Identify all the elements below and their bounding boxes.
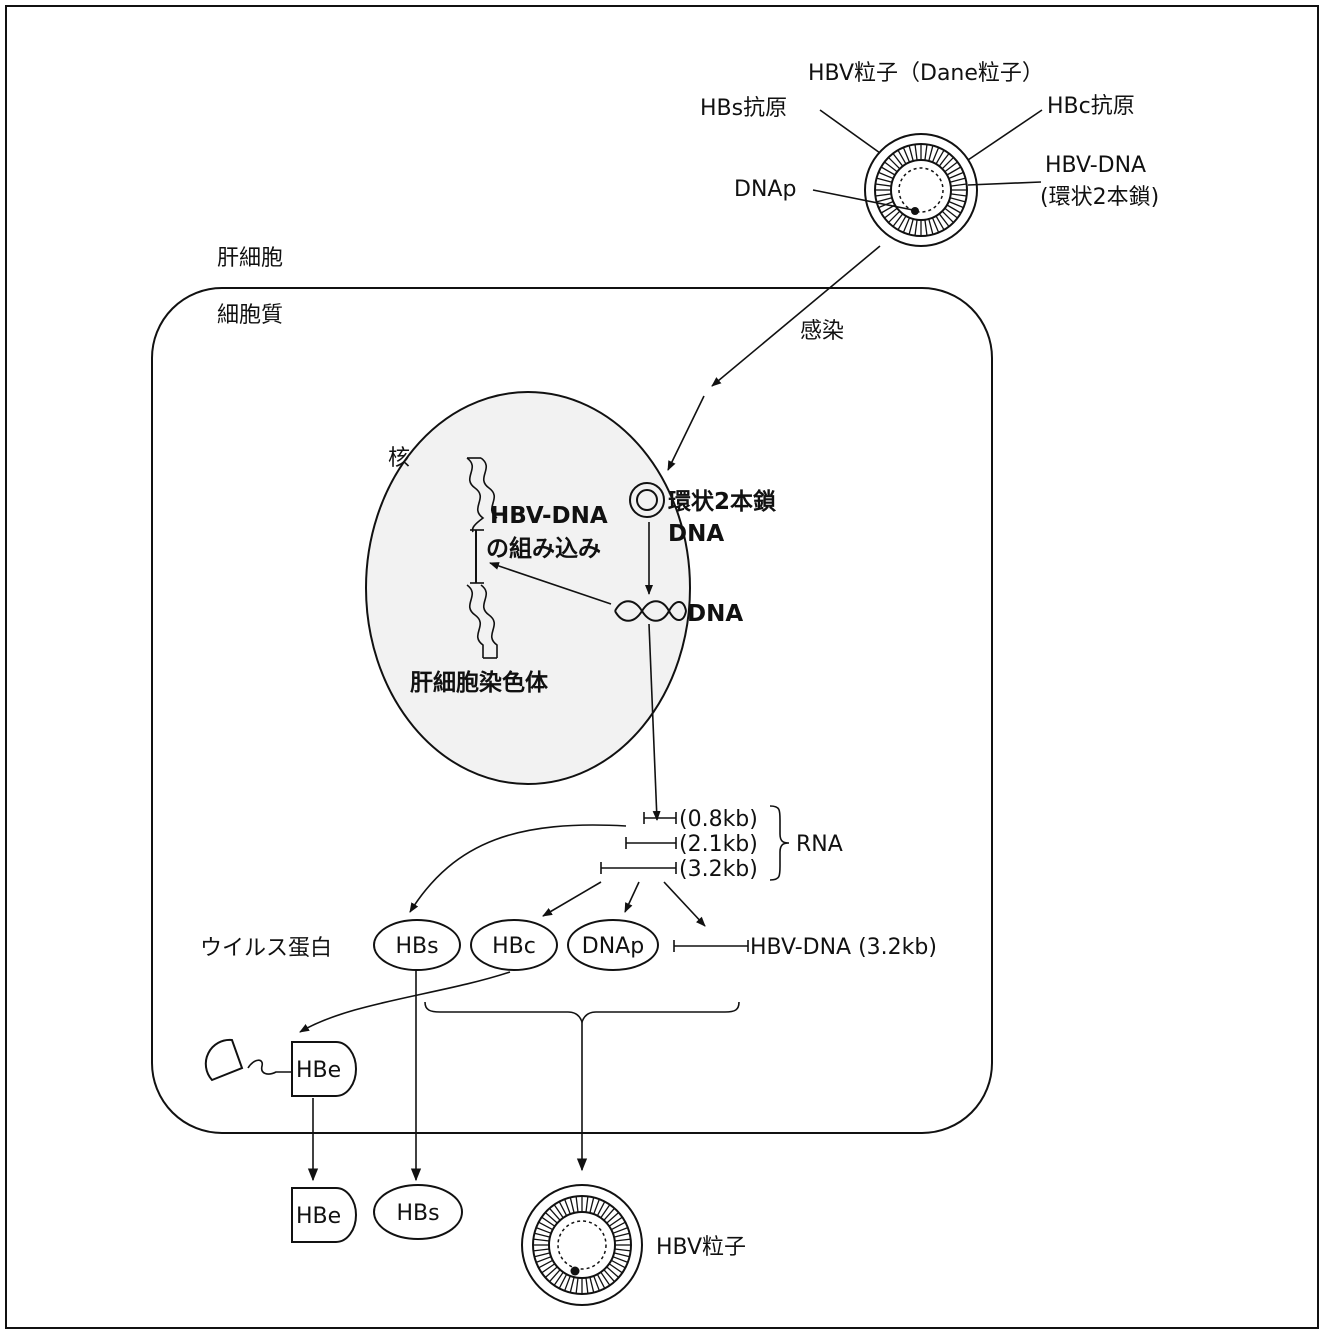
capsid-tick bbox=[570, 1277, 574, 1293]
hbv-particle-output-label: HBV粒子 bbox=[656, 1235, 746, 1260]
hbv-dna-3-2kb-label: HBV-DNA (3.2kb) bbox=[750, 935, 937, 960]
capsid-tick bbox=[576, 1278, 578, 1294]
capsid-tick bbox=[594, 1276, 600, 1291]
capsid-tick bbox=[929, 146, 933, 161]
capsid-tick bbox=[586, 1278, 588, 1294]
capsid-tick bbox=[533, 1239, 549, 1241]
capsid-tick bbox=[576, 1196, 578, 1212]
hbv-particle-output bbox=[522, 1185, 642, 1305]
capsid-tick bbox=[951, 184, 967, 186]
chromosome-label: 肝細胞染色体 bbox=[410, 669, 549, 696]
capsid-tick bbox=[536, 1228, 551, 1234]
integration-label-2: の組み込み bbox=[486, 535, 601, 562]
capsid-tick bbox=[929, 219, 933, 234]
hepatocyte-label: 肝細胞 bbox=[217, 246, 283, 271]
hbc-to-hbe-arrow bbox=[300, 972, 510, 1032]
capsid-tick bbox=[915, 220, 917, 236]
capsid-tick bbox=[536, 1257, 551, 1263]
capsid-tick bbox=[614, 1253, 630, 1257]
capsid-tick bbox=[875, 184, 891, 186]
dnap-label: DNAp bbox=[734, 177, 796, 202]
capsid-tick bbox=[586, 1196, 588, 1212]
hbe-protein-label: HBe bbox=[296, 1058, 341, 1083]
capsid-tick bbox=[875, 194, 891, 196]
capsid-tick bbox=[590, 1197, 594, 1213]
rna-brace bbox=[770, 806, 789, 880]
capsid-tick bbox=[534, 1253, 550, 1257]
hbs-antigen-label: HBs抗原 bbox=[700, 96, 787, 121]
capsid-tick bbox=[613, 1257, 628, 1263]
cleaved-fragment bbox=[206, 1040, 242, 1080]
capsid-tick bbox=[565, 1199, 571, 1214]
infection-arrow-2 bbox=[668, 396, 704, 470]
capsid-tick bbox=[909, 219, 913, 234]
rna-transcript-2: (3.2kb) bbox=[679, 857, 758, 882]
rna-transcript-0: (0.8kb) bbox=[679, 807, 758, 832]
capsid-tick bbox=[909, 146, 913, 161]
viral-protein-label: ウイルス蛋白 bbox=[200, 936, 332, 961]
capsid-ticks bbox=[875, 144, 967, 236]
capsid-tick bbox=[534, 1233, 550, 1237]
capsid-tick bbox=[565, 1276, 571, 1291]
hbc-antigen-label: HBc抗原 bbox=[1047, 94, 1135, 119]
hbs-output-label: HBs bbox=[396, 1201, 439, 1226]
capsid-tick bbox=[590, 1277, 594, 1293]
cytoplasm-label: 細胞質 bbox=[217, 303, 283, 328]
capsid-tick bbox=[877, 198, 892, 202]
capsid-tick bbox=[877, 178, 892, 182]
integration-label-1: HBV-DNA bbox=[490, 503, 608, 529]
capsid-tick bbox=[950, 198, 965, 202]
linear-dna-label: DNA bbox=[687, 601, 743, 627]
rna-transcripts bbox=[601, 812, 676, 874]
infection-arrow-1 bbox=[712, 246, 880, 386]
rna-to-hbs-arrow bbox=[410, 825, 626, 912]
capsid-tick bbox=[614, 1233, 630, 1237]
capsid-tick bbox=[615, 1249, 631, 1251]
peptide-squiggle bbox=[248, 1060, 292, 1074]
capsid-tick bbox=[570, 1197, 574, 1213]
capsid-tick bbox=[533, 1249, 549, 1251]
capsid-tick bbox=[615, 1239, 631, 1241]
infection-label: 感染 bbox=[800, 319, 844, 344]
nucleus-label: 核 bbox=[388, 446, 410, 471]
rna-label: RNA bbox=[796, 832, 843, 857]
hbc-protein-label: HBc bbox=[492, 934, 536, 959]
circular-dna-label-1: 環状2本鎖 bbox=[668, 488, 777, 515]
rna-transcript-1: (2.1kb) bbox=[679, 832, 758, 857]
capsid-tick bbox=[925, 144, 927, 160]
capsid-tick bbox=[594, 1199, 600, 1214]
assembly-brace bbox=[425, 1002, 739, 1022]
circular-dna-label-2: DNA bbox=[668, 521, 724, 547]
hbe-output-label: HBe bbox=[296, 1204, 341, 1229]
hbv-dna-label: HBV-DNA bbox=[1045, 153, 1146, 178]
hbv-dna-segment bbox=[674, 940, 748, 952]
hbv-dna-circular-note: (環状2本鎖) bbox=[1040, 185, 1159, 210]
dane-particle-title: HBV粒子（Dane粒子） bbox=[808, 61, 1044, 86]
nucleus bbox=[366, 392, 690, 784]
capsid-tick bbox=[925, 220, 927, 236]
capsid-tick bbox=[613, 1228, 628, 1234]
dnap-protein-label: DNAp bbox=[582, 934, 644, 959]
hbs-protein-label: HBs bbox=[395, 934, 438, 959]
capsid-tick bbox=[951, 194, 967, 196]
capsid-tick bbox=[950, 178, 965, 182]
capsid-tick bbox=[915, 144, 917, 160]
dane-particle bbox=[865, 134, 977, 246]
